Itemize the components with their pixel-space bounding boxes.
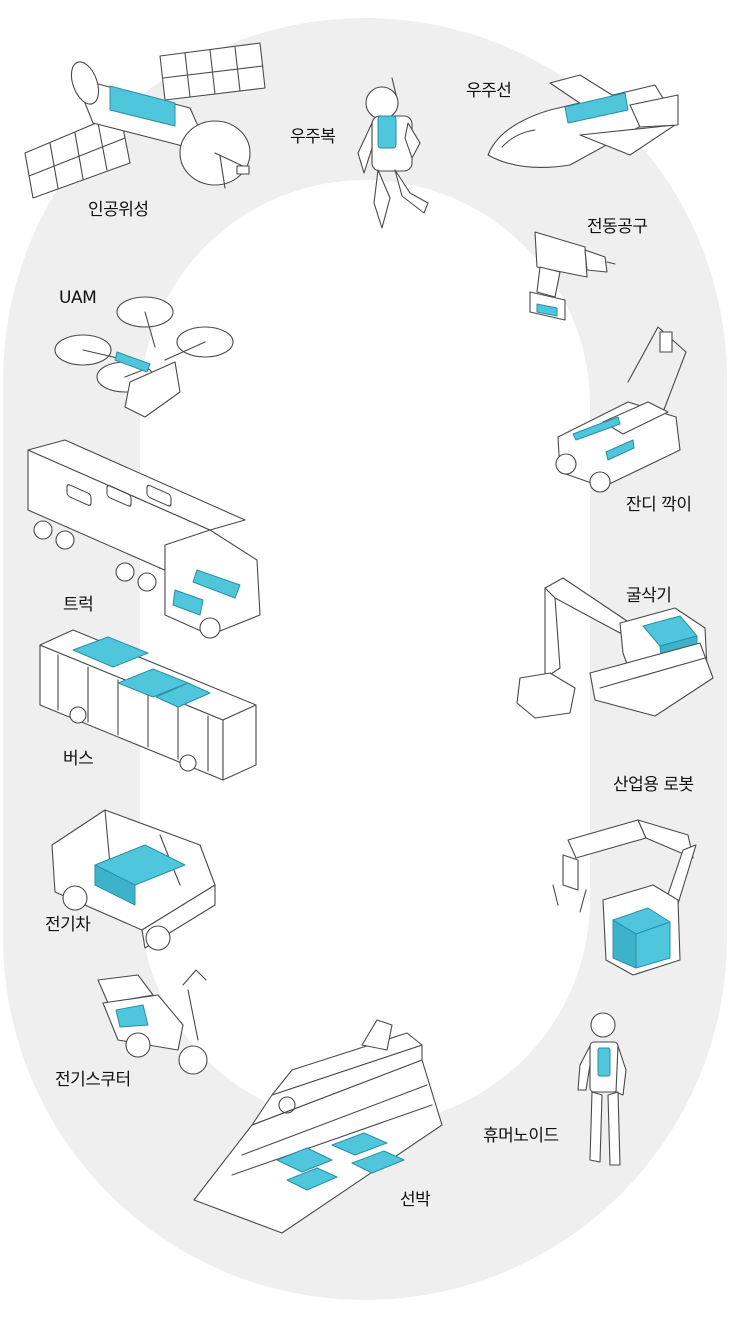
electric-scooter-label: 전기스쿠터: [55, 1070, 131, 1090]
industrial-robot-label: 산업용 로봇: [613, 775, 694, 795]
lawn-mower-label: 잔디 깍이: [626, 495, 692, 515]
bus-label: 버스: [63, 749, 94, 769]
spaceship-label: 우주선: [466, 81, 512, 101]
satellite-label: 인공위성: [88, 200, 149, 220]
ship-label: 선박: [400, 1190, 431, 1210]
truck-label: 트럭: [63, 595, 94, 615]
electric-car-label: 전기차: [45, 915, 91, 935]
power-tool-label: 전동공구: [587, 217, 648, 237]
spacesuit-label: 우주복: [290, 127, 336, 147]
humanoid-label: 휴머노이드: [483, 1126, 559, 1146]
uam-label: UAM: [59, 288, 97, 308]
excavator-label: 굴삭기: [626, 586, 672, 606]
